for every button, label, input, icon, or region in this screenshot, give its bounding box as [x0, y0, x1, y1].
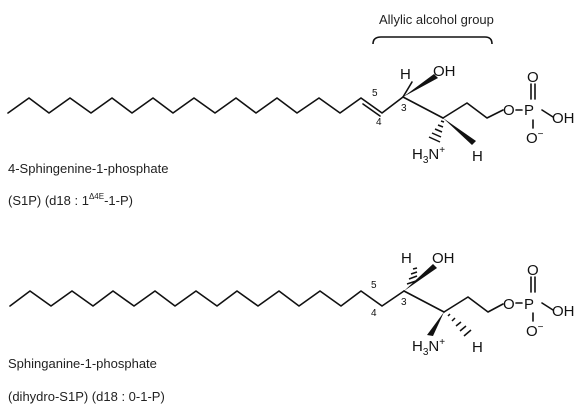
s1p-locant-3: 3: [401, 103, 407, 114]
dhs1p-oh-atom: OH: [552, 303, 575, 320]
dhs1p-alkyl-chain: [9, 290, 405, 307]
s1p-c3-h-atom: H: [400, 66, 411, 83]
dhs1p-c3-oh-wedge: [404, 264, 437, 291]
s1p-locant-4: 4: [376, 117, 382, 128]
dhs1p-ominus-atom: O−: [526, 322, 544, 340]
s1p-c1-chain: [442, 102, 504, 119]
s1p-double-o-atom: O: [527, 69, 539, 86]
dhs1p-nh3-group: H3N+: [412, 337, 445, 358]
s1p-c3-oh-atom: OH: [433, 63, 456, 80]
dhs1p-ester-o-atom: O: [503, 296, 515, 313]
s1p-double-bond: [362, 103, 381, 117]
s1p-oh-atom: OH: [552, 110, 575, 127]
s1p-c2-h-atom: H: [472, 148, 483, 165]
dhs1p-c2-h-atom: H: [472, 339, 483, 356]
dhs1p-p-oh-bond: [541, 302, 554, 311]
s1p-alkyl-chain: [7, 96, 404, 114]
dhs1p-structure: H OH H H3N+ O P O OH O− 5 4 3: [9, 250, 575, 358]
dhs1p-c3-c2-bond: [403, 290, 445, 313]
s1p-c3-oh-wedge: [403, 74, 438, 97]
dhs1p-name: Sphinganine-1-phosphate: [8, 356, 157, 371]
dhs1p-c3-oh-atom: OH: [432, 250, 455, 267]
s1p-nh3-group: H3N+: [412, 145, 445, 166]
dhs1p-locant-5: 5: [371, 280, 377, 291]
dhs1p-c1-chain: [443, 296, 504, 313]
s1p-c2-n-hash: [428, 120, 445, 143]
s1p-ester-o-atom: O: [503, 102, 515, 119]
s1p-name: 4-Sphingenine-1-phosphate: [8, 161, 168, 176]
s1p-p-oh-bond: [541, 109, 554, 118]
s1p-structure: H OH H H3N+ O P O OH O− 5 4 3: [7, 63, 575, 166]
s1p-c3-c2-bond: [402, 96, 444, 119]
allylic-alcohol-label: Allylic alcohol group: [379, 12, 494, 27]
dhs1p-p-atom: P: [524, 296, 534, 313]
s1p-ominus-atom: O−: [526, 129, 544, 147]
allylic-alcohol-brace: [372, 36, 493, 45]
dhs1p-notation: (dihydro-S1P) (d18 : 0-1-P): [8, 389, 165, 404]
dhs1p-c2-h-hash: [447, 313, 472, 337]
s1p-notation: (S1P) (d18 : 1Δ4E-1-P): [8, 192, 133, 208]
dhs1p-c2-n-wedge: [427, 312, 444, 336]
s1p-c2-h-wedge: [443, 118, 476, 145]
s1p-locant-5: 5: [372, 88, 378, 99]
dhs1p-double-o-atom: O: [527, 262, 539, 279]
dhs1p-locant-3: 3: [401, 297, 407, 308]
dhs1p-locant-4: 4: [371, 308, 377, 319]
s1p-c3-h-bond: [402, 81, 413, 98]
dhs1p-c3-h-atom: H: [401, 250, 412, 267]
s1p-p-atom: P: [524, 102, 534, 119]
